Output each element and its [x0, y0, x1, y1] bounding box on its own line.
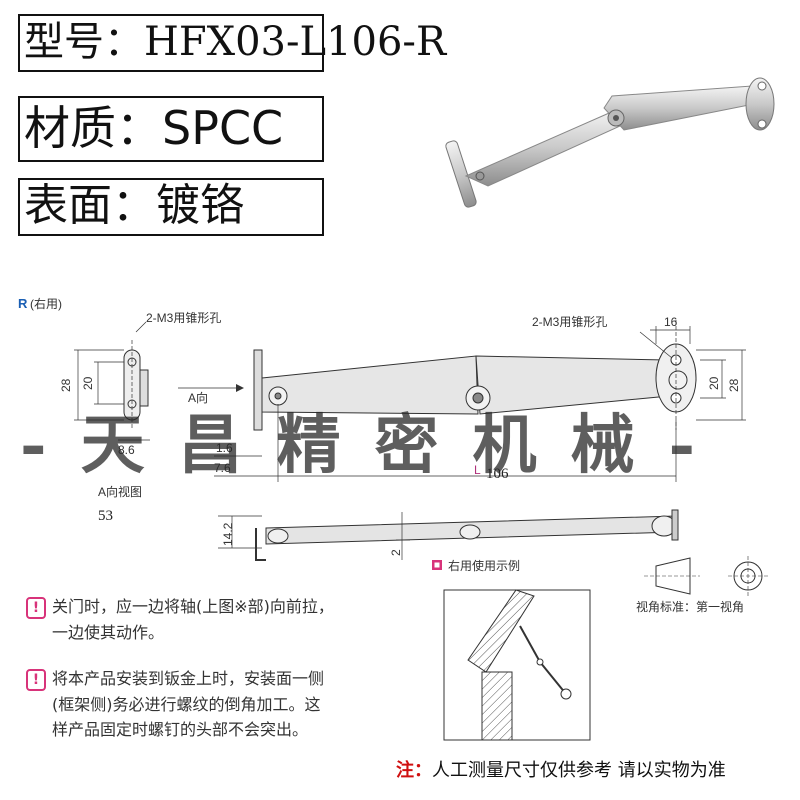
dim-20-left: 20 — [81, 376, 95, 390]
view-a-arrow-label: A向 — [188, 390, 208, 405]
variant-label-rest: (右用) — [30, 296, 62, 311]
material-box: 材质：SPCC — [18, 96, 324, 162]
dim-14-2: 14.2 — [221, 522, 235, 546]
note2-line3: 样产品固定时螺钉的头部不会突出。 — [52, 720, 309, 740]
note1-line2: 一边使其动作。 — [52, 622, 165, 642]
dim-53: 53 — [98, 508, 113, 524]
hole-note-right: 2-M3用锥形孔 — [532, 315, 607, 329]
dim-l-value: 106 — [486, 466, 509, 482]
projection-label: 视角标准：第一视角 — [636, 599, 744, 614]
product-photo — [445, 77, 775, 208]
dim-1-6: 1.6 — [216, 441, 233, 455]
dim-8-6: 8.6 — [118, 443, 135, 457]
note1-line1: 关门时，应一边将轴(上图※部)向前拉， — [52, 597, 334, 616]
dim-20-right: 20 — [707, 376, 721, 390]
surface-box: 表面：镀铬 — [18, 178, 324, 236]
stay-side-view — [255, 509, 679, 561]
dim-2: 2 — [389, 549, 403, 556]
note2-line1: 将本产品安装到钣金上时，安装面一侧 — [52, 669, 325, 688]
footnote-label: 注： — [396, 760, 432, 781]
note-1: ! 关门时，应一边将轴(上图※部)向前拉， 一边使其动作。 — [26, 594, 334, 645]
note-2: ! 将本产品安装到钣金上时，安装面一侧 (框架侧)务必进行螺纹的倒角加工。这 样产… — [26, 666, 324, 743]
left-bracket-view — [74, 321, 150, 441]
stay-plan-view — [253, 320, 697, 431]
warning-icon: ! — [26, 596, 46, 619]
side-dimensions — [218, 512, 410, 560]
dim-28-right: 28 — [727, 378, 741, 392]
example-marker-inner — [434, 562, 440, 568]
material-text: 材质：SPCC — [24, 101, 284, 155]
dim-28-left: 28 — [59, 378, 73, 392]
footnote-text: 人工测量尺寸仅供参考 请以实物为准 — [432, 760, 726, 781]
note2-line2: (框架侧)务必进行螺纹的倒角加工。这 — [52, 694, 321, 714]
example-label: 右用使用示例 — [448, 558, 520, 573]
dim-l-prefix: L — [474, 463, 481, 477]
footnote: 注：人工测量尺寸仅供参考 请以实物为准 — [396, 756, 726, 782]
arrow-head — [236, 384, 244, 392]
first-angle-projection-symbol — [644, 556, 768, 596]
right-dimensions — [639, 326, 746, 421]
dim-7-6: 7.6 — [214, 461, 231, 475]
watermark-text: -天昌精密机械- — [20, 408, 730, 483]
warning-icon: ! — [26, 668, 46, 691]
variant-label-r: R — [18, 296, 28, 311]
view-a-title: A向视图 — [98, 484, 142, 499]
hole-note-left: 2-M3用锥形孔 — [146, 311, 221, 325]
length-dimensions — [214, 404, 677, 482]
surface-text: 表面：镀铬 — [24, 180, 244, 231]
usage-example-diagram — [443, 589, 591, 741]
dim-16: 16 — [664, 315, 678, 329]
